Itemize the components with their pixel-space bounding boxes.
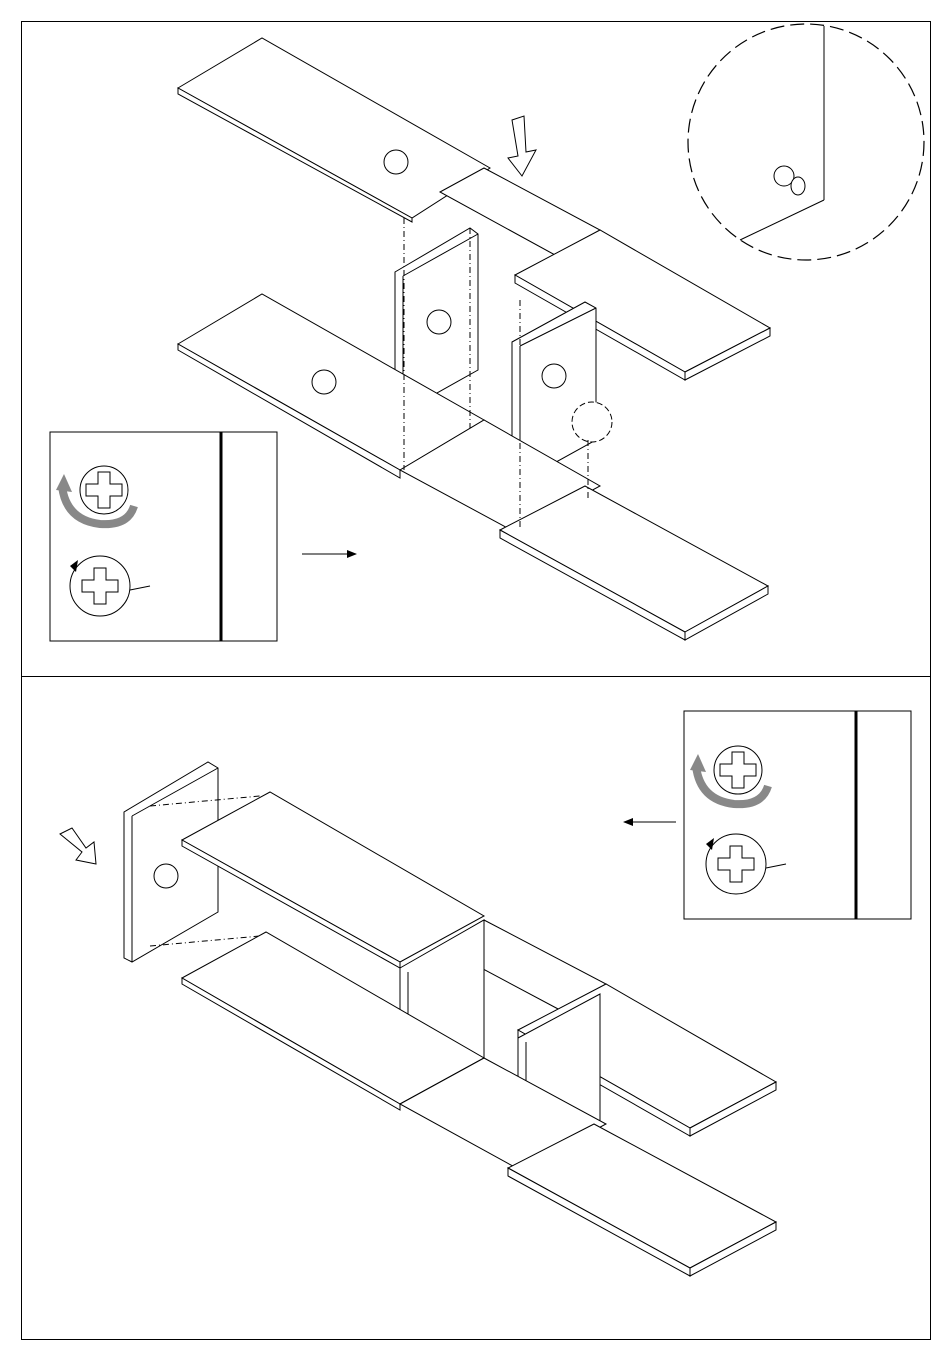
part-label-circle xyxy=(542,364,566,388)
detail-circle-icon xyxy=(572,402,612,442)
end-side-panel xyxy=(124,762,218,962)
part-label-circle xyxy=(427,310,451,334)
part-label-circle xyxy=(312,370,336,394)
down-arrow-icon xyxy=(508,116,536,176)
part-label-circle xyxy=(154,864,178,888)
cam-lock-callout-bottom xyxy=(684,711,911,919)
bottom-right-shelf xyxy=(500,486,768,640)
detail-magnifier-top xyxy=(688,24,924,260)
part-label-circle xyxy=(384,150,408,174)
insert-arrow-icon xyxy=(60,828,96,864)
top-shelf-panel xyxy=(178,38,490,222)
cam-lock-callout-top xyxy=(50,432,277,641)
